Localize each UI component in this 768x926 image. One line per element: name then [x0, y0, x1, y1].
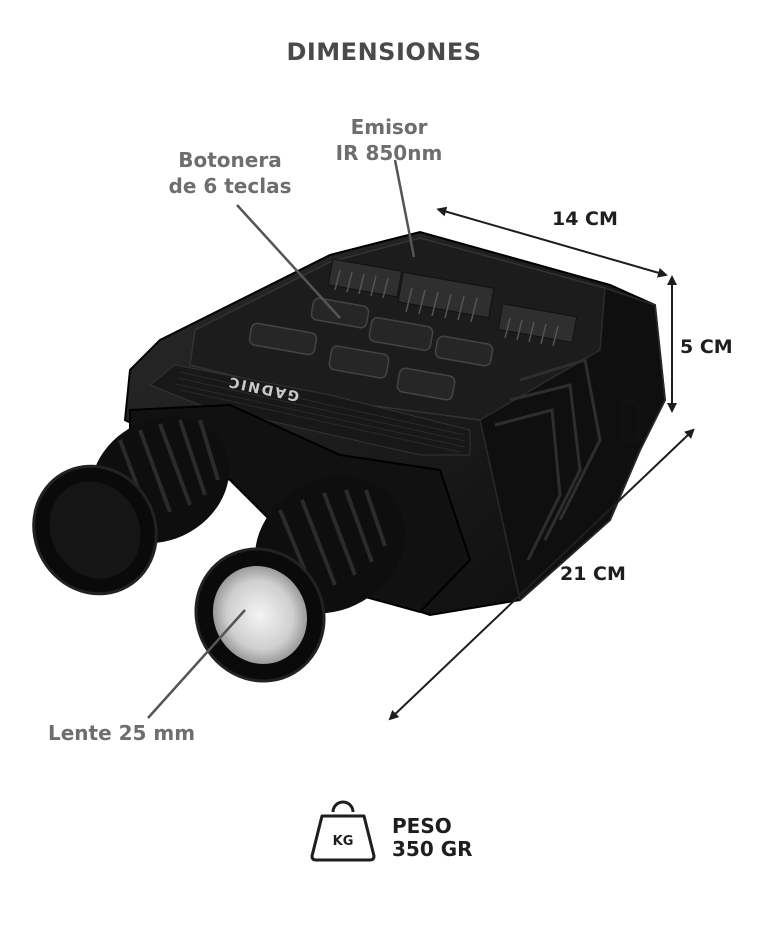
botonera-line1: Botonera	[178, 148, 282, 172]
botonera-callout-line	[236, 204, 341, 319]
emisor-callout-line	[393, 159, 416, 258]
width-dimension-arrow	[436, 206, 668, 278]
emisor-callout: Emisor IR 850nm	[330, 114, 448, 166]
page-title: DIMENSIONES	[286, 38, 482, 66]
length-label: 21 CM	[560, 563, 626, 585]
weight-info: PESO 350 GR	[392, 815, 473, 861]
kg-icon-text: KG	[333, 834, 354, 849]
botonera-line2: de 6 teclas	[168, 174, 292, 198]
botonera-callout: Botonera de 6 teclas	[160, 147, 300, 199]
emisor-line1: Emisor	[350, 115, 428, 139]
left-eyepiece	[32, 416, 230, 596]
kettlebell-weight-icon: KG	[310, 800, 376, 862]
weight-value: 350 GR	[392, 837, 473, 861]
lente-callout: Lente 25 mm	[48, 721, 196, 745]
emisor-line2: IR 850nm	[335, 141, 443, 165]
height-label: 5 CM	[680, 336, 733, 358]
width-label: 14 CM	[552, 208, 618, 230]
lens	[212, 565, 308, 665]
right-eyepiece	[194, 476, 405, 683]
length-dimension-arrow	[388, 428, 695, 721]
weight-label: PESO	[392, 814, 452, 838]
lente-callout-line	[147, 609, 246, 719]
